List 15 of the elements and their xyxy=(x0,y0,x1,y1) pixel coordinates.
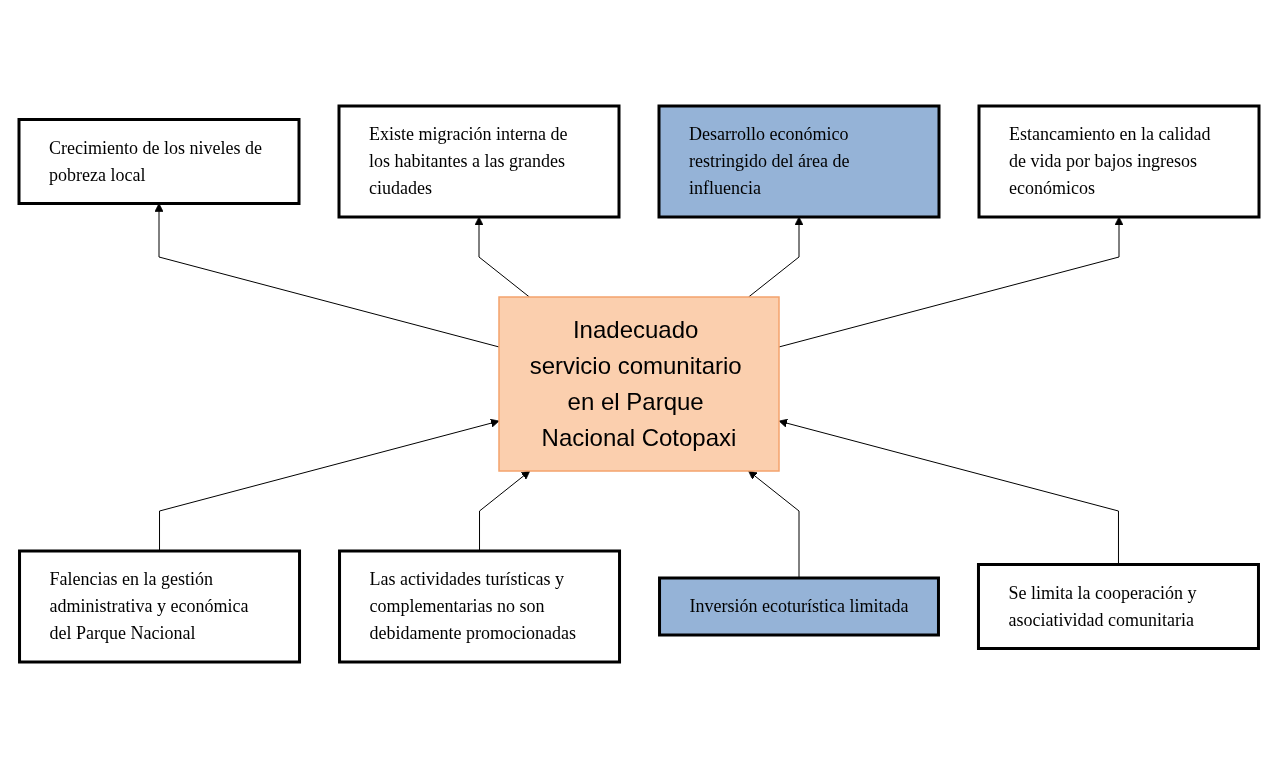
node-box: Crecimiento de los niveles de pobreza local xyxy=(17,117,300,205)
arrow xyxy=(478,470,530,551)
arrow xyxy=(747,470,799,578)
node-box: Se limita la cooperación y asociatividad comunitaria xyxy=(976,562,1260,650)
node-box: Desarrollo económico restringido del área de influencia xyxy=(657,104,940,218)
arrow xyxy=(158,418,499,551)
node-box: Existe migración interna de los habitantes a las grandes ciudades xyxy=(337,104,620,218)
node-box: Las actividades turísticas y complementarias no son debidamente promocionadas xyxy=(337,549,621,663)
node-box: Inversión ecoturística limitada xyxy=(657,576,940,636)
node-box: Estancamiento en la calidad de vida por bajos ingresos económicos xyxy=(977,104,1260,218)
arrow xyxy=(778,216,1123,347)
arrow xyxy=(474,216,530,297)
node-box: Falencias en la gestión administrativa y económica del Parque Nacional xyxy=(17,549,301,663)
arrow xyxy=(778,418,1119,565)
node-box: Inadecuado servicio comunitario en el Parque Nacional Cotopaxi xyxy=(497,295,780,472)
